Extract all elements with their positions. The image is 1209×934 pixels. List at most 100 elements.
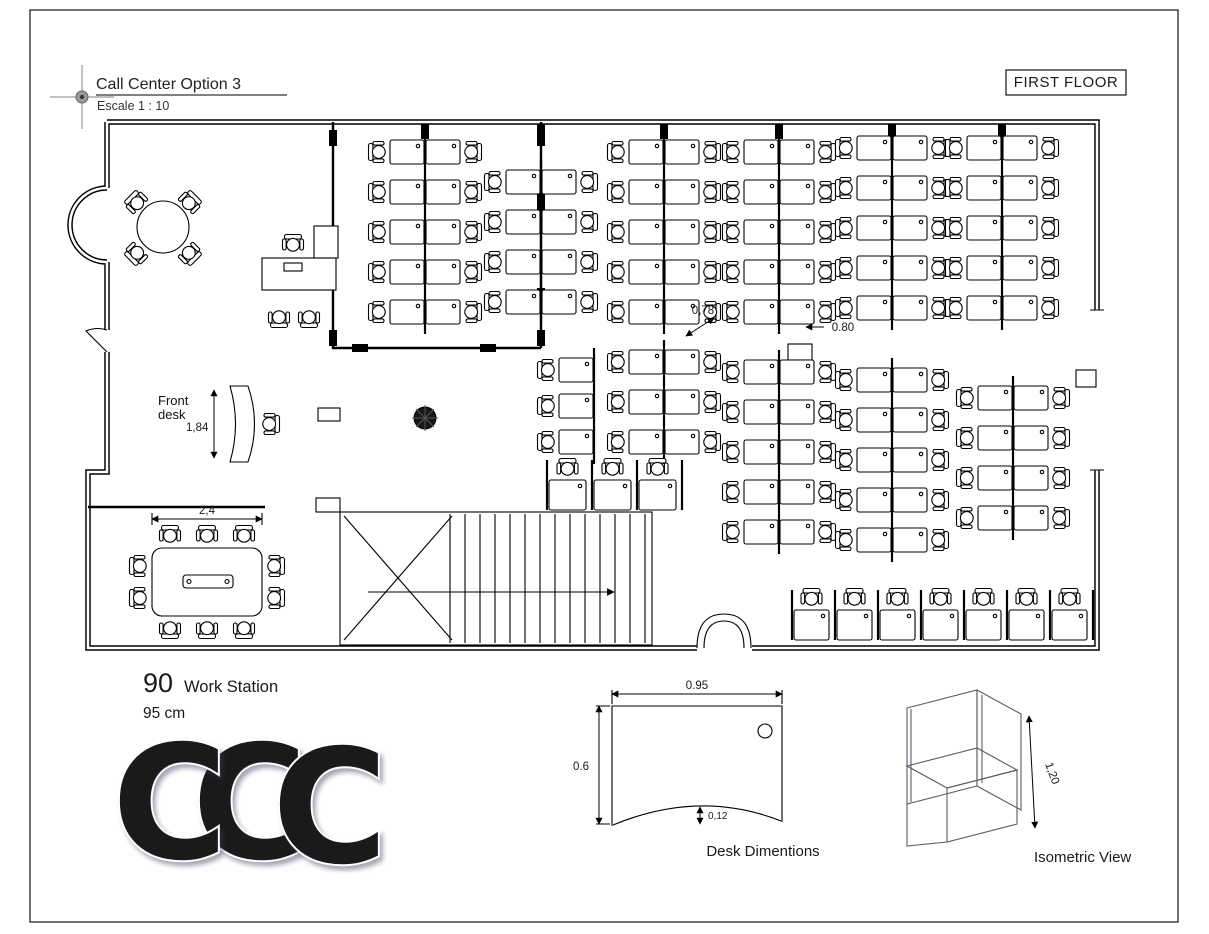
sheet-border-rect — [29, 9, 1179, 923]
desk — [664, 429, 700, 455]
front-desk-counter — [229, 385, 255, 463]
drawing-title: Call Center Option 3 — [96, 76, 241, 93]
workstation-clusters — [367, 124, 1095, 641]
desk — [425, 219, 461, 245]
office-chair — [818, 220, 837, 244]
office-chair — [721, 260, 740, 284]
desk — [628, 349, 664, 375]
desk — [779, 299, 815, 325]
office-chair — [1041, 296, 1060, 320]
desk — [425, 259, 461, 285]
office-chair — [972, 587, 995, 606]
column-pillar — [315, 497, 341, 513]
side-door-icon — [85, 328, 108, 353]
office-chair — [931, 408, 950, 432]
floor-label-frame — [1005, 69, 1127, 96]
office-chair — [843, 587, 866, 606]
desk — [664, 139, 700, 165]
desk — [664, 259, 700, 285]
office-chair — [818, 300, 837, 324]
desk — [505, 289, 541, 315]
desk — [1002, 295, 1038, 321]
desk — [1013, 505, 1049, 531]
desk — [743, 519, 779, 545]
office-chair — [931, 488, 950, 512]
desk — [892, 367, 928, 393]
floor-label-box: FIRST FLOOR — [1005, 69, 1127, 96]
desk — [389, 219, 425, 245]
dim-cubicle-height: 1,20 — [1042, 761, 1061, 786]
entrance-door-icon — [696, 613, 752, 649]
office-chair — [232, 524, 256, 543]
desk — [548, 479, 587, 511]
office-chair — [580, 210, 599, 234]
desk — [793, 609, 830, 641]
desk — [743, 219, 779, 245]
desk — [779, 359, 815, 385]
desk — [856, 487, 892, 513]
desk — [628, 179, 664, 205]
desk — [505, 249, 541, 275]
desk — [892, 407, 928, 433]
desk — [743, 299, 779, 325]
table-detail — [186, 578, 192, 585]
desk — [977, 385, 1013, 411]
workstation-cluster — [834, 358, 950, 562]
office-chair — [721, 360, 740, 384]
office-chair — [1041, 136, 1060, 160]
office-chair — [483, 210, 502, 234]
workstation-cluster — [483, 124, 599, 324]
office-chair — [483, 250, 502, 274]
desk — [966, 255, 1002, 281]
office-chair — [818, 520, 837, 544]
office-chair — [703, 260, 722, 284]
desk — [1013, 385, 1049, 411]
office-chair — [606, 390, 625, 414]
desk — [892, 487, 928, 513]
desk — [856, 175, 892, 201]
workstation-cluster — [944, 124, 1060, 330]
desk — [628, 139, 664, 165]
office-chair — [606, 180, 625, 204]
plant-leaves — [412, 405, 438, 431]
desk — [541, 289, 577, 315]
office-chair — [195, 524, 219, 543]
desk — [638, 479, 677, 511]
office-chair — [721, 300, 740, 324]
office-chair — [703, 430, 722, 454]
office-chair — [367, 260, 386, 284]
desk — [743, 139, 779, 165]
drawing-scale: Escale 1 : 10 — [97, 99, 169, 113]
isometric-drawing: 1,20 — [905, 689, 1061, 847]
workstation-cluster — [545, 457, 684, 511]
front-desk — [229, 385, 255, 463]
dim-conference-table: 2,4 — [199, 505, 216, 517]
office-chair — [267, 586, 286, 610]
desk — [977, 465, 1013, 491]
doors — [85, 328, 752, 649]
stair-enclosure — [339, 511, 653, 646]
desk — [664, 349, 700, 375]
office-chair — [464, 260, 483, 284]
office-chair — [232, 621, 256, 640]
company-logo: C C C — [110, 710, 390, 902]
logo-letter-left: C — [112, 712, 228, 896]
desk — [664, 219, 700, 245]
desk — [628, 299, 664, 325]
office-chair — [721, 180, 740, 204]
desk — [425, 139, 461, 165]
isometric-view-label: Isometric View — [1034, 849, 1131, 866]
office-chair — [1052, 506, 1071, 530]
desk — [743, 179, 779, 205]
wall-gap-ticks — [1090, 309, 1104, 471]
desk — [1002, 215, 1038, 241]
office-chair — [955, 506, 974, 530]
office-chair — [834, 296, 853, 320]
desk-outline — [611, 705, 783, 826]
desk — [779, 439, 815, 465]
desk-size-note: 95 cm — [143, 705, 185, 722]
desk — [505, 169, 541, 195]
desk — [743, 259, 779, 285]
workstation-label: Work Station — [184, 678, 278, 696]
